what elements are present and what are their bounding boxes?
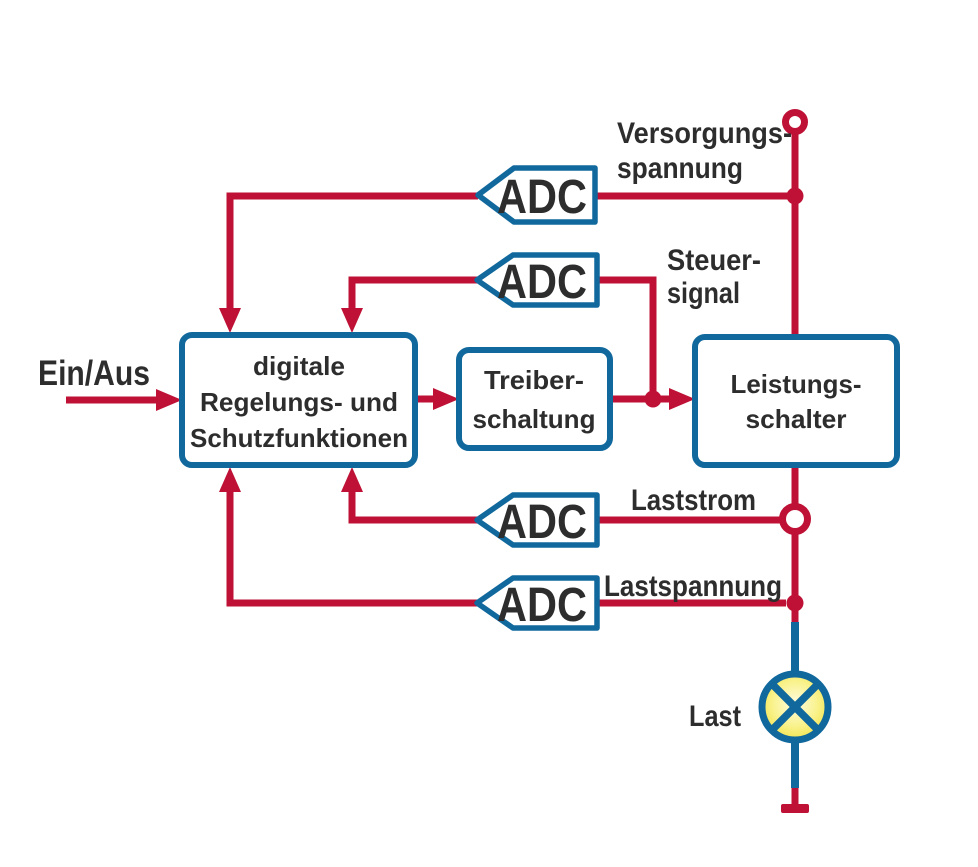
adc-control-signal-block: ADC <box>474 252 600 309</box>
adc-load-voltage-label: ADC <box>497 579 587 632</box>
on-off-label: Ein/Aus <box>38 354 150 393</box>
arrow-into-controller-left-icon <box>156 389 182 411</box>
load-current-label: Laststrom <box>631 484 756 517</box>
arrow-into-power-switch-icon <box>669 388 695 410</box>
adc-supply-feedback-wire <box>226 192 478 310</box>
junction-dot-load-voltage-icon <box>786 594 804 612</box>
adc-load-voltage-block: ADC <box>474 575 600 632</box>
driver-label-line2: schaltung <box>473 404 596 434</box>
control-signal-label-line2: signal <box>667 277 740 310</box>
adc-load-current-label: ADC <box>497 496 587 549</box>
control-signal-label-line1: Steuer- <box>667 244 761 277</box>
power-switch-block: Leistungs- schalter <box>692 334 900 468</box>
adc-load-current-feedback-wire <box>348 492 477 524</box>
adc-control-feedback-wire <box>348 276 477 310</box>
adc-supply-voltage-block: ADC <box>475 165 598 225</box>
supply-terminal-icon <box>782 109 808 135</box>
driver-label-line1: Treiber- <box>484 365 584 395</box>
controller-label-line3: Schutzfunktionen <box>190 423 408 453</box>
arrow-up-into-controller-1-icon <box>341 467 363 492</box>
controller-label-line2: Regelungs- und <box>200 387 398 417</box>
controller-block: digitale Regelungs- und Schutzfunktionen <box>179 332 418 468</box>
arrow-into-driver-icon <box>433 388 459 410</box>
adc-supply-voltage-label: ADC <box>497 171 587 224</box>
power-switch-label-line2: schalter <box>746 404 847 434</box>
arrow-down-into-controller-1-icon <box>219 308 241 333</box>
arrow-up-into-controller-2-icon <box>219 467 241 492</box>
adc-control-tap-wire <box>597 276 657 399</box>
adc-control-signal-label: ADC <box>497 256 587 309</box>
adc-load-voltage-feedback-wire <box>226 492 477 607</box>
lamp-icon <box>758 670 832 744</box>
supply-voltage-label-line2: spannung <box>617 152 743 185</box>
ground-terminal-icon <box>781 804 809 813</box>
controller-label-line1: digitale <box>253 351 345 381</box>
load-voltage-label: Lastspannung <box>604 570 782 603</box>
load-label: Last <box>689 700 741 733</box>
current-probe-icon <box>779 503 811 535</box>
arrow-down-into-controller-2-icon <box>341 308 363 333</box>
supply-voltage-label-line1: Versorgungs- <box>617 117 792 150</box>
junction-dot-supply-icon <box>786 187 804 205</box>
driver-block: Treiber- schaltung <box>456 347 613 451</box>
power-switch-label-line1: Leistungs- <box>731 369 862 399</box>
adc-load-current-block: ADC <box>474 492 600 549</box>
